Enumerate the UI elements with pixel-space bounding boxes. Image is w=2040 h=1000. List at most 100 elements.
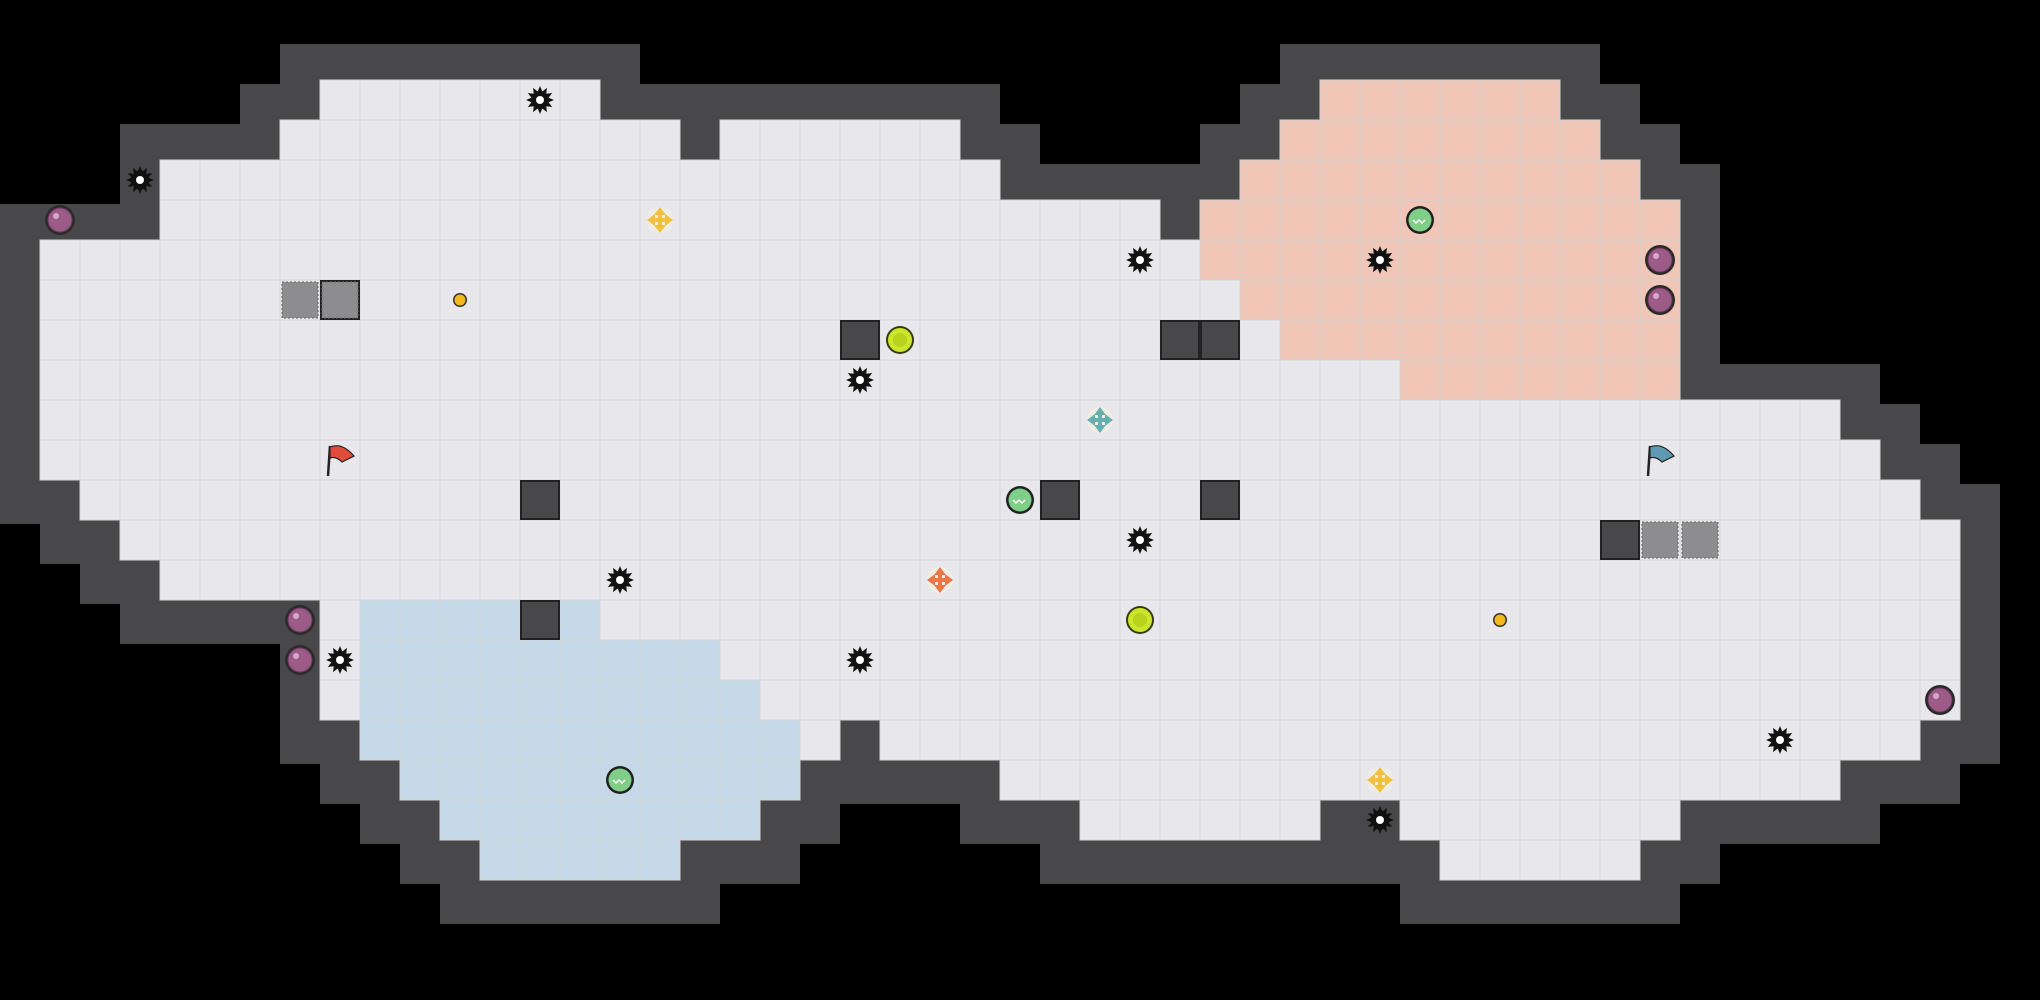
floor-tile [519,279,561,321]
floor-tile [1679,719,1721,761]
floor-tile [479,559,521,601]
floor-tile [959,279,1001,321]
floor-tile [879,119,921,161]
red-endzone-tile [1519,119,1561,161]
floor-tile [679,279,721,321]
red-endzone-tile [1279,319,1321,361]
floor-tile [759,679,801,721]
red-endzone-tile [1479,279,1521,321]
floor-tile [799,559,841,601]
floor-tile [1839,719,1881,761]
floor-tile [359,359,401,401]
floor-tile [1359,399,1401,441]
floor-tile [1839,439,1881,481]
red-endzone-tile [1639,199,1681,241]
floor-tile [999,359,1041,401]
floor-tile [1759,759,1801,801]
floor-tile [1599,599,1641,641]
red-endzone-tile [1599,279,1641,321]
floor-tile [359,159,401,201]
floor-tile [1559,799,1601,841]
floor-tile [1199,679,1241,721]
floor-layer [39,79,1961,881]
floor-tile [959,679,1001,721]
floor-tile [1159,359,1201,401]
floor-tile [639,439,681,481]
floor-tile [1679,479,1721,521]
floor-tile [1119,399,1161,441]
boost-icon [1367,767,1393,793]
floor-tile [679,519,721,561]
floor-tile [439,239,481,281]
floor-tile [919,679,961,721]
floor-tile [159,199,201,241]
floor-tile [839,599,881,641]
blue-endzone-tile [559,719,601,761]
floor-tile [1239,439,1281,481]
floor-tile [1239,559,1281,601]
red-endzone-tile [1279,279,1321,321]
floor-tile [999,719,1041,761]
floor-tile [319,479,361,521]
floor-tile [1519,399,1561,441]
floor-tile [1119,279,1161,321]
blue-endzone-tile [439,759,481,801]
floor-tile [1919,519,1961,561]
floor-tile [1439,599,1481,641]
floor-tile [1319,359,1361,401]
floor-tile [199,239,241,281]
floor-tile [1599,799,1641,841]
floor-tile [1439,519,1481,561]
floor-tile [1759,639,1801,681]
floor-tile [759,119,801,161]
floor-tile [1879,479,1921,521]
floor-tile [679,599,721,641]
floor-tile [1639,479,1681,521]
floor-tile [399,199,441,241]
bomb-icon [1647,247,1673,273]
spike-icon [846,646,874,674]
floor-tile [879,239,921,281]
red-endzone-tile [1479,239,1521,281]
red-endzone-tile [1399,279,1441,321]
floor-tile [1879,599,1921,641]
floor-tile [959,159,1001,201]
red-endzone-tile [1479,119,1521,161]
floor-tile [679,199,721,241]
floor-tile [759,199,801,241]
floor-tile [1039,239,1081,281]
floor-tile [679,239,721,281]
blue-endzone-tile [639,759,681,801]
floor-tile [679,319,721,361]
floor-tile [1119,559,1161,601]
floor-tile [319,599,361,641]
blue-endzone-tile [399,759,441,801]
floor-tile [1559,839,1601,881]
blue-endzone-tile [479,599,521,641]
floor-tile [1239,319,1281,361]
floor-tile [719,319,761,361]
floor-tile [1799,679,1841,721]
blue-endzone-tile [719,679,761,721]
red-endzone-tile [1279,159,1321,201]
floor-tile [919,519,961,561]
blue-endzone-tile [599,719,641,761]
spike-icon [1366,806,1394,834]
floor-tile [1199,599,1241,641]
floor-tile [199,279,241,321]
floor-tile [1839,639,1881,681]
floor-tile [1599,559,1641,601]
floor-tile [519,399,561,441]
floor-tile [119,519,161,561]
floor-tile [1359,359,1401,401]
floor-tile [1559,559,1601,601]
floor-tile [1639,639,1681,681]
floor-tile [439,199,481,241]
floor-tile [879,359,921,401]
floor-tile [1639,759,1681,801]
blue-endzone-tile [639,639,681,681]
floor-tile [799,399,841,441]
floor-tile [759,359,801,401]
floor-tile [1519,439,1561,481]
floor-tile [719,199,761,241]
